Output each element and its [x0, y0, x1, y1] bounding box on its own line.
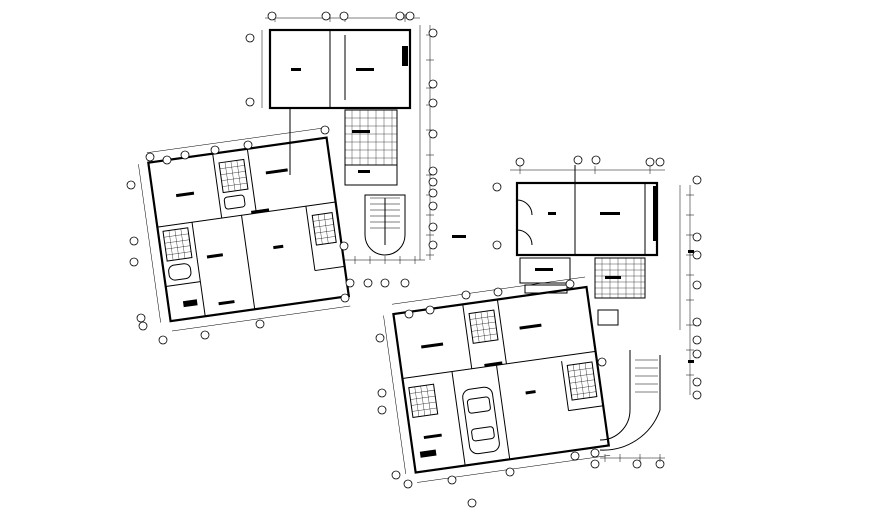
- right-kitchen-tile-area: [594, 257, 646, 299]
- plan-left: [126, 11, 438, 345]
- right-bathroom-tile-area: [408, 309, 598, 418]
- room-label-mark: [291, 68, 301, 71]
- grid-bubbles-right: [375, 155, 702, 508]
- grid-bubbles-left: [126, 11, 438, 345]
- lower-block-outline: [147, 136, 351, 323]
- stair-hatch: [402, 46, 408, 66]
- plan-right-lower-block: [383, 276, 611, 483]
- plan-caption-mark: [452, 235, 466, 238]
- car-symbol: [462, 386, 500, 455]
- plan-right-upper-block: [510, 165, 694, 451]
- plan-left-upper-block: [261, 14, 434, 260]
- kitchen-tile-area: [344, 109, 398, 166]
- right-staircase: [599, 350, 661, 451]
- plan-right: [375, 155, 702, 508]
- right-upper-block-outline: [515, 181, 659, 257]
- right-lower-block-outline: [392, 285, 611, 474]
- room-label-mark: [356, 68, 374, 71]
- plan-left-lower-block: [138, 127, 351, 332]
- bathroom-tile-area: [162, 158, 337, 262]
- upper-block-outline: [268, 28, 412, 110]
- staircase: [364, 194, 406, 256]
